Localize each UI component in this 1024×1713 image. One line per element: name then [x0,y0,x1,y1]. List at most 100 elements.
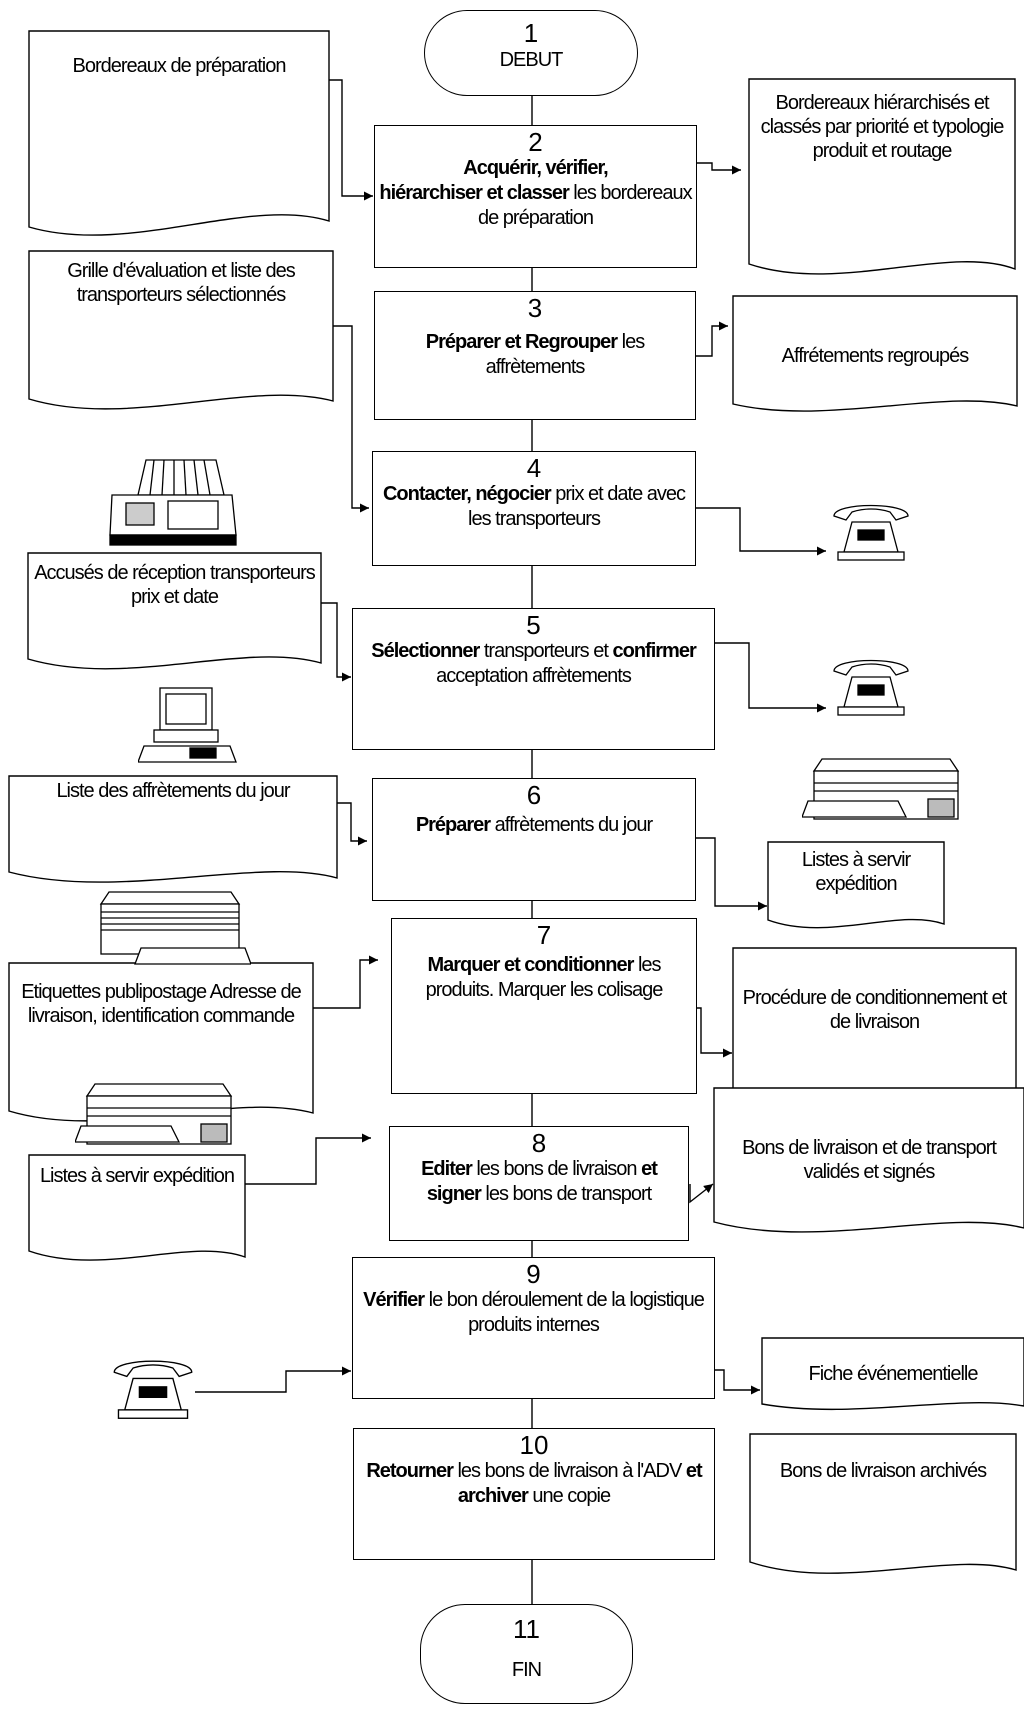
telephone-icon [833,504,909,561]
process-step-4: 4 Contacter, négocier prix et date avec … [372,451,696,566]
step-number: 8 [531,1128,547,1158]
step-description: Marquer et conditionner les produits. Ma… [396,953,692,1003]
input-document-etiquettes: Etiquettes publipostage Adresse de livra… [8,962,314,1128]
step-text-bold: vérifier, [545,157,609,179]
document-shape [27,552,322,670]
output-document-affretements-regroupes: Affrétements regroupés [732,295,1018,420]
process-step-3: 3 Préparer et Regrouper les affrètements [374,291,696,420]
step-text: les bons de livraison [471,1158,642,1180]
document-text: Affrétements regroupés [781,345,970,367]
end-terminal: 11 FIN [420,1604,633,1704]
document-text: Listes à servir expédition [801,849,911,895]
step-number: 3 [527,293,543,323]
process-step-10: 10 Retourner les bons de livraison à l'A… [353,1428,715,1560]
step-number: 10 [519,1430,549,1460]
step-description: Contacter, négocier prix et date avec le… [377,482,691,532]
process-step-5: 5 Sélectionner transporteurs et confirme… [352,608,715,750]
document-shape [28,1154,246,1261]
step-description: Editer les bons de livraison et signer l… [394,1157,684,1207]
step-text: les bons de livraison à l'ADV [452,1460,686,1482]
output-document-listes-servir: Listes à servir expédition [767,841,945,938]
document-text: Accusés de réception transporteurs prix … [34,562,316,608]
step-number: 7 [536,920,552,950]
document-shape [748,78,1016,275]
document-text: Fiche événementielle [808,1363,979,1385]
step-text-bold: et archiver [457,1460,703,1507]
document-text: Liste des affrètements du jour [56,780,290,802]
document-text: Grille d'évaluation et liste des transpo… [67,260,296,306]
step-text: affrètements du jour [490,814,654,836]
step-text: transporteurs et [479,640,613,662]
step-description: Préparer affrètements du jour [377,813,691,838]
step-text: les bordereaux de préparation [478,182,693,229]
document-shape [8,775,338,883]
step-text-bold: hiérarchiser et classer [379,182,569,204]
step-text-bold: confirmer [612,640,696,662]
step-number: 6 [526,780,542,810]
end-number: 11 [513,1614,540,1644]
step-text: les bons de transport [480,1183,652,1205]
output-document-bons-valides: Bons de livraison et de transport validé… [713,1087,1024,1240]
printer-icon [99,891,251,965]
step-text-bold: Retourner [366,1460,454,1482]
step-text-bold: Acquérir [463,157,537,179]
step-number: 5 [526,610,541,640]
output-document-bons-archives: Bons de livraison archivés [749,1433,1017,1584]
step-number: 2 [528,127,543,157]
step-text: acceptation affrètements [436,665,632,687]
step-description: Préparer et Regrouper les affrètements [379,330,691,380]
input-document-grille-evaluation: Grille d'évaluation et liste des transpo… [28,250,334,419]
step-number: 4 [526,453,542,483]
document-text: Procédure de conditionnement et de livra… [742,987,1008,1033]
input-document-bordereaux-preparation: Bordereaux de préparation [28,30,330,246]
step-text-bold: Contacter, négocier [382,483,552,505]
start-number: 1 [523,18,539,48]
output-document-bordereaux-hierarchises: Bordereaux hiérarchisés et classés par p… [748,78,1016,281]
start-label: DEBUT [499,49,564,71]
document-shape [28,30,330,236]
document-shape [749,1433,1017,1574]
step-text: prix et date avec les transporteurs [468,483,686,530]
step-text-bold: Sélectionner [371,640,480,662]
document-shape [28,250,334,410]
output-document-procedure: Procédure de conditionnement et de livra… [732,947,1017,1116]
document-shape [761,1337,1024,1411]
printer-icon [802,758,960,820]
process-step-9: 9 Vérifier le bon déroulement de la logi… [352,1257,715,1399]
step-description: Vérifier le bon déroulement de la logist… [357,1288,710,1338]
output-document-fiche: Fiche événementielle [761,1337,1024,1420]
process-step-6: 6 Préparer affrètements du jour [372,778,696,901]
end-label: FIN [511,1659,542,1681]
telephone-icon [833,659,909,716]
step-text-bold: Vérifier [363,1289,425,1311]
step-description: Sélectionner transporteurs et confirmer … [357,639,710,689]
step-description: Retourner les bons de livraison à l'ADV … [358,1459,710,1509]
step-text: les produits. Marquer les colisage [425,954,664,1001]
document-shape [713,1087,1024,1233]
step-text: une copie [527,1485,611,1507]
process-step-8: 8 Editer les bons de livraison et signer… [389,1126,689,1241]
process-step-7: 7 Marquer et conditionner les produits. … [391,918,697,1094]
step-text-bold: Marquer et conditionner [427,954,634,976]
document-shape [767,841,945,929]
step-text-bold: et signer [426,1158,658,1205]
start-terminal: 1 DEBUT [424,10,638,96]
fax-icon [109,459,237,546]
document-text: Etiquettes publipostage Adresse de livra… [21,981,302,1027]
input-document-liste-affretements: Liste des affrètements du jour [8,775,338,892]
step-text-bold: Préparer [415,814,491,836]
telephone-icon [113,1360,193,1419]
step-description: Acquérir, vérifier, hiérarchiser et class… [379,156,692,231]
step-text: les affrètements [485,331,646,378]
step-text-bold: Préparer et Regrouper [425,331,618,353]
step-text-bold: , [536,157,546,179]
computer-icon [138,687,237,763]
step-text: le bon déroulement de la logistique prod… [424,1289,705,1336]
document-text: Bons de livraison et de transport validé… [742,1137,997,1183]
document-text: Bordereaux de préparation [72,55,287,77]
document-shape [732,295,1018,412]
input-document-listes-servir: Listes à servir expédition [28,1154,246,1272]
process-step-2: 2 Acquérir, vérifier, hiérarchiser et cla… [374,125,697,268]
step-number: 9 [526,1259,541,1289]
